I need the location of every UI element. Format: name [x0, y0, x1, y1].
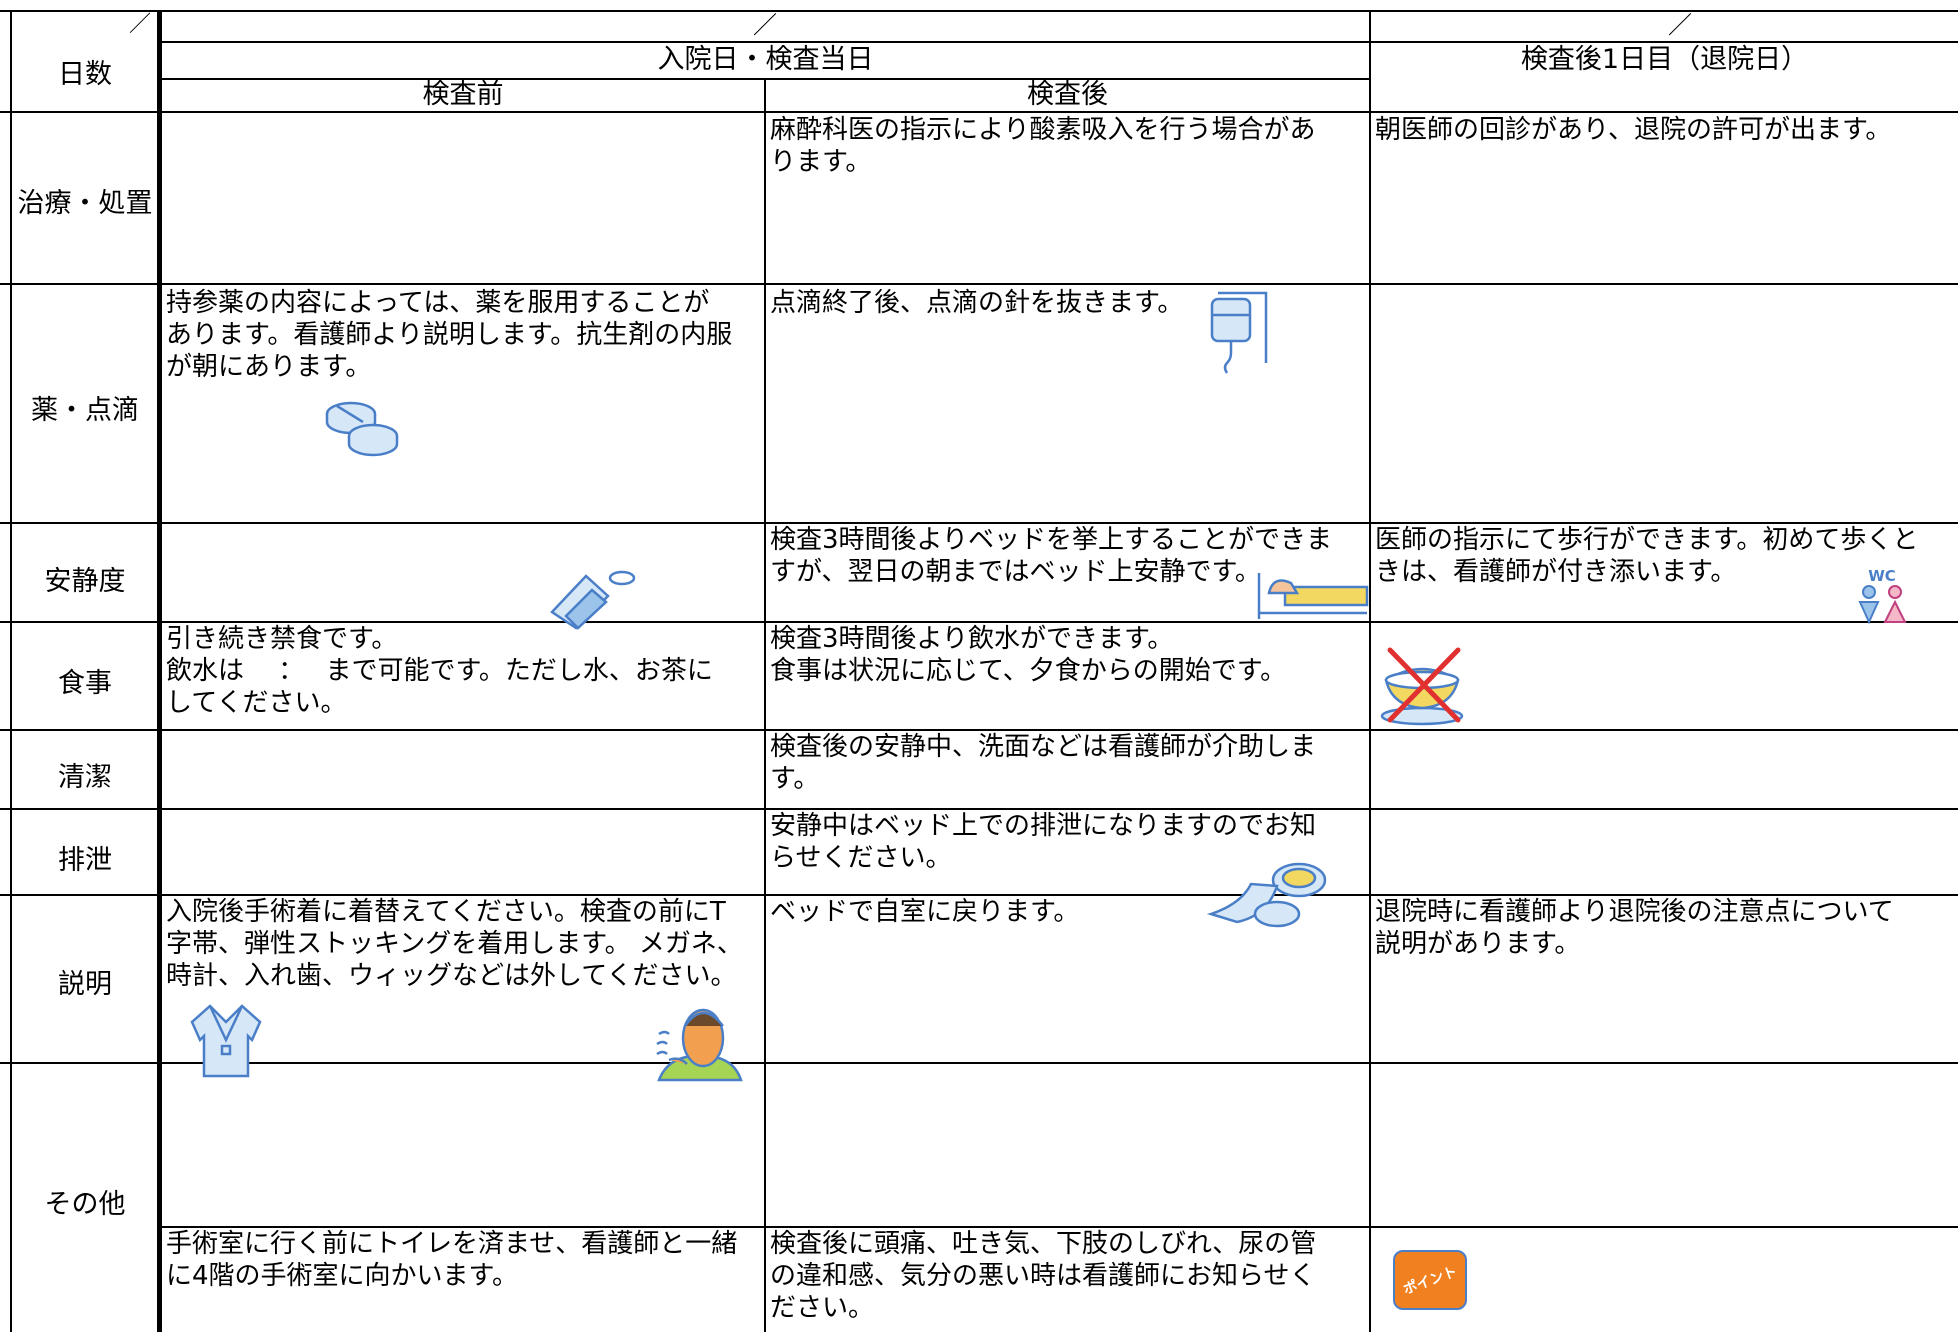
wc-label: WC [1868, 567, 1896, 585]
row-label-explanation: 説明 [58, 969, 112, 1000]
cell-medication-before: 持参薬の内容によっては、薬を服用することが あります。看護師より説明します。抗生… [166, 288, 733, 382]
cell-meal-before: 引き続き禁食です。 飲水は ： まで可能です。ただし水、お茶に してください。 [166, 624, 713, 718]
cell-other-before: 手術室に行く前にトイレを済ませ、看護師と一緒 に4階の手術室に向かいます。 [166, 1229, 738, 1291]
cell-explanation-before: 入院後手術着に着替えてください。検査の前にT 字帯、弾性ストッキングを着用します… [166, 897, 743, 991]
admission-day-header: 入院日・検査当日 [657, 44, 874, 75]
row-label-hygiene: 清潔 [58, 762, 112, 793]
urinal-icon [1207, 862, 1327, 928]
date-mark-admission: ／ [753, 11, 777, 39]
cell-hygiene-after: 検査後の安静中、洗面などは看護師が介助しま す。 [770, 732, 1317, 794]
row-label-other: その他 [44, 1189, 126, 1220]
cell-meal-after: 検査3時間後より飲水ができます。 食事は状況に応じて、夕食からの開始です。 [770, 624, 1287, 686]
cell-medication-after: 点滴終了後、点滴の針を抜きます。 [770, 288, 1184, 318]
date-mark-discharge: ／ [1668, 11, 1692, 39]
date-mark-corner: ／ [128, 12, 151, 37]
cell-rest-after: 検査3時間後よりベッドを挙上することができま すが、翌日の朝まではベッド上安静で… [770, 525, 1333, 587]
row-label-medication: 薬・点滴 [31, 395, 139, 426]
bed-patient-icon [1257, 573, 1369, 619]
wc-icon: WC [1852, 568, 1912, 630]
point-label: ポイント [1401, 1263, 1460, 1299]
row-label-meal: 食事 [58, 668, 112, 699]
person-dentures-icon [656, 1008, 743, 1082]
water-glass-icon [550, 570, 636, 630]
cell-other-after: 検査後に頭痛、吐き気、下肢のしびれ、尿の管 の違和感、気分の悪い時は看護師にお知… [770, 1229, 1317, 1323]
row-label-rest: 安静度 [44, 566, 126, 597]
cell-explanation-after: ベッドで自室に戻ります。 [770, 897, 1080, 927]
before-exam-header: 検査前 [422, 79, 504, 110]
cell-explanation-next: 退院時に看護師より退院後の注意点について 説明があります。 [1375, 897, 1894, 959]
cell-treatment-after: 麻酔科医の指示により酸素吸入を行う場合があ ります。 [770, 115, 1316, 177]
cell-treatment-next: 朝医師の回診があり、退院の許可が出ます。 [1375, 115, 1892, 145]
iv-drip-icon [1210, 291, 1268, 374]
after-exam-header: 検査後 [1027, 79, 1108, 110]
row-label-excretion: 排泄 [58, 845, 112, 876]
meal-prohibited-icon [1380, 647, 1464, 726]
days-label: 日数 [58, 59, 112, 90]
pills-icon [325, 401, 399, 457]
cell-rest-next: 医師の指示にて歩行ができます。初めて歩くと きは、看護師が付き添います。 [1375, 525, 1919, 587]
day-after-header: 検査後1日目（退院日） [1520, 44, 1809, 75]
cell-excretion-after: 安静中はベッド上での排泄になりますのでお知 らせください。 [770, 811, 1317, 873]
surgical-gown-icon [190, 1004, 262, 1078]
row-label-treatment: 治療・処置 [17, 188, 153, 219]
point-badge-icon: ポイント [1393, 1250, 1467, 1310]
